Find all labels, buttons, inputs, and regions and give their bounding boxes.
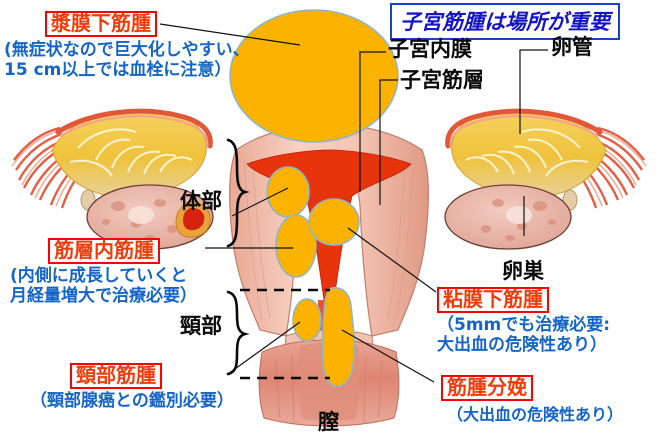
callout-cervical-caption: （頸部腺癌との鑑別必要） [30,391,234,411]
callout-subserosal-caption-line-1: (無症状なので巨大化しやすい、 [4,40,250,60]
callout-intramural-caption-line-1: (内側に成長していくと [10,266,188,286]
callout-cervical: 頸部筋腫 [70,363,162,389]
right-adnexa [444,108,647,250]
callout-submucosal: 粘膜下筋腫 [437,287,549,313]
region-markers [226,138,330,380]
fibroid-prolapsed [321,286,356,387]
leader-tube [519,49,548,134]
ovary-label: 卵巣 [502,259,544,283]
callout-submucosal-caption-line-2: 大出血の危険性あり） [437,334,607,355]
callout-intramural-caption: (内側に成長していくと 月経量増大で治療必要） [10,266,197,306]
fibroid-shapes [229,9,399,387]
myometrium-label: 子宮筋層 [400,68,484,92]
fibroid-subserosal [229,9,399,143]
callout-intramural-caption-line-2: 月経量増大で治療必要） [10,285,197,306]
fibroid-intramural-upper [266,166,310,218]
callout-prolapsed-caption: （大出血の危険性あり） [447,405,624,424]
leader-subserosal [159,23,301,46]
endometrium-label: 子宮内膜 [388,37,472,61]
callout-subserosal-caption-line-2: 15 cm以上では血栓に注意） [4,59,232,80]
leader-corpus [231,187,289,217]
fibroid-cervical [292,298,322,342]
callout-prolapsed-caption-line-1: （大出血の危険性あり） [447,405,624,424]
callout-submucosal-caption-line-1: （5mmでも治療必要: [437,315,611,335]
diagram-title: 子宮筋腫は場所が重要 [390,3,620,40]
cervix-label: 頸部 [180,314,222,338]
fibroid-submucosal [308,198,360,246]
leader-cervical [227,321,301,375]
callout-submucosal-caption: （5mmでも治療必要: 大出血の危険性あり） [437,315,611,355]
callout-intramural-title: 筋層内筋腫 [48,238,160,264]
callout-subserosal-caption: (無症状なので巨大化しやすい、 15 cm以上では血栓に注意） [4,40,250,80]
leader-submucosal [347,227,437,293]
fallopian-tube-label: 卵管 [551,35,593,59]
callout-cervical-caption-line-1: （頸部腺癌との鑑別必要） [30,391,234,411]
callout-prolapsed: 筋腫分娩 [441,375,533,401]
callout-submucosal-title: 粘膜下筋腫 [437,287,549,313]
left-adnexa [11,108,214,250]
callout-subserosal: 漿膜下筋腫 [45,11,157,37]
diagram-title-text: 子宮筋腫は場所が重要 [400,10,610,34]
corpus-brace [226,138,250,248]
fibroid-intramural-lower [275,214,317,278]
leader-lines [159,23,548,383]
leader-endometrium [359,51,386,192]
cervix-brace [226,290,250,376]
callout-intramural: 筋層内筋腫 [48,238,160,264]
leader-myometrium [379,79,398,205]
vagina-label: 膣 [318,410,339,434]
callout-prolapsed-title: 筋腫分娩 [441,375,533,401]
leader-prolapsed [341,329,435,383]
callout-subserosal-title: 漿膜下筋腫 [45,11,157,37]
corpus-label: 体部 [180,189,222,213]
callout-cervical-title: 頸部筋腫 [70,363,162,389]
